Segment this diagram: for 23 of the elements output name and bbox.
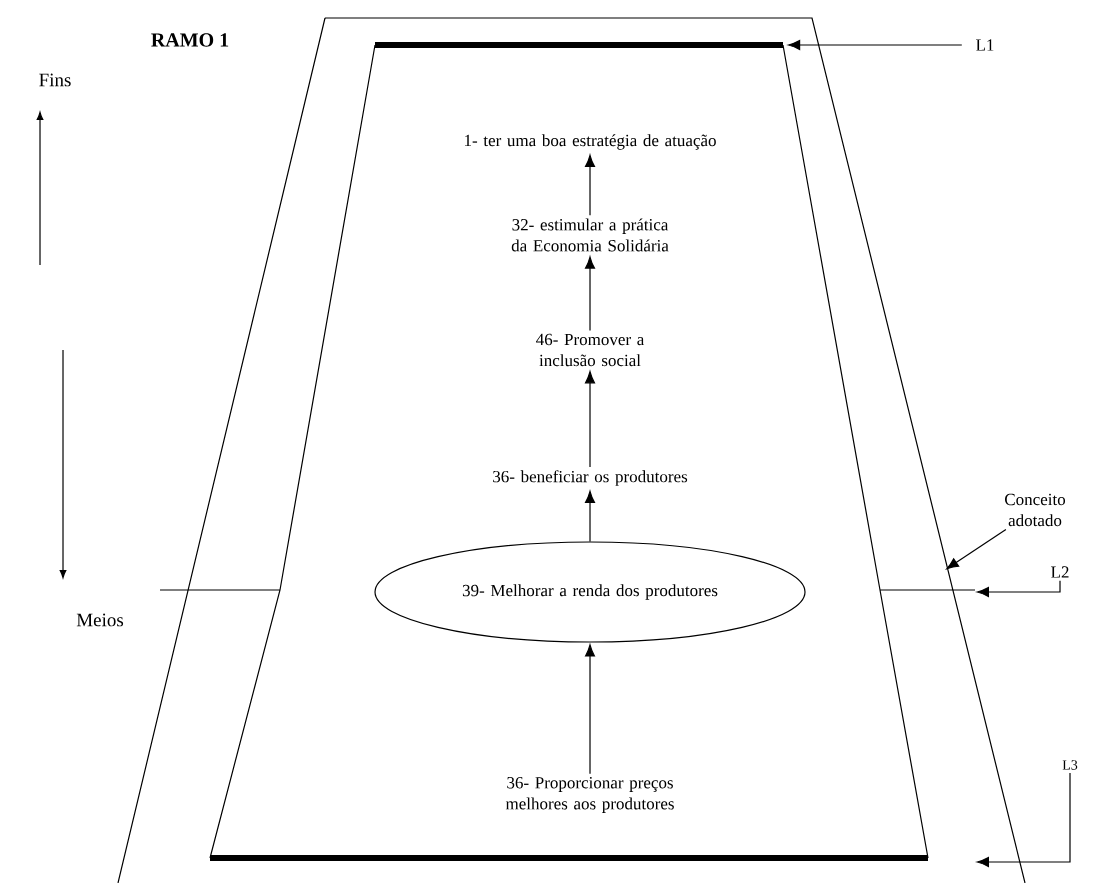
side-label: Meios	[76, 613, 124, 627]
node-text: 36- beneficiar os produtores	[493, 470, 688, 486]
callout-label: L3	[1062, 760, 1078, 770]
callout-label: Conceito adotado	[1005, 493, 1066, 527]
side-label: Fins	[39, 73, 71, 87]
callout-label: L1	[976, 39, 994, 51]
node-text: 1- ter uma boa estratégia de atuação	[465, 134, 716, 150]
arrow	[787, 39, 963, 50]
arrow	[585, 256, 596, 332]
arrow	[585, 371, 596, 468]
ellipse-node: 39- Melhorar a renda dos produtores	[374, 541, 806, 643]
arrow	[946, 528, 1007, 570]
arrow	[976, 580, 1061, 597]
callout-label: L2	[1051, 566, 1069, 578]
arrow	[585, 490, 596, 542]
arrow	[585, 644, 596, 775]
node-text: 46- Promover a inclusão social	[536, 333, 645, 367]
node-text: 36- Proporcionar preços melhores aos produtores	[505, 777, 674, 813]
title: RAMO 1	[151, 33, 229, 47]
arrow	[585, 154, 596, 216]
arrow	[976, 772, 1071, 867]
node-text: 32- estimular a prática da Economia Solidária	[511, 218, 669, 252]
thick-bar	[375, 42, 783, 48]
